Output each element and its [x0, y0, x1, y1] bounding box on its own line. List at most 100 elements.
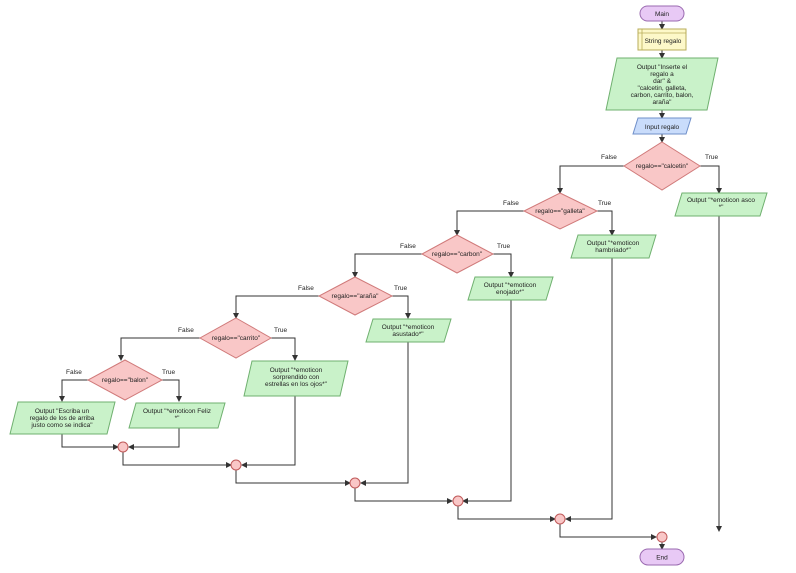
- decision-galleta-label: regalo=="galleta": [535, 208, 585, 215]
- output-escriba-shape: [9, 401, 116, 435]
- start-terminal-shape: [639, 5, 685, 22]
- prompt-output-shape: [605, 57, 719, 111]
- label-d4-false: False: [298, 285, 314, 292]
- output-asustado-shape: [365, 318, 452, 343]
- decision-carbon-label: regalo=="carbon": [432, 251, 483, 258]
- decision-calcetin[interactable]: regalo=="calcetin": [623, 141, 701, 191]
- edge-d2-false: [454, 210, 524, 236]
- label-d1-false: False: [601, 154, 617, 161]
- edge-d2-true: [597, 210, 615, 236]
- connectors: [117, 441, 668, 543]
- prompt-line-1: Output "Inserte el: [637, 64, 688, 71]
- output-sorprendido-line-2: sorprendido con: [273, 374, 320, 381]
- declare-label: String regalo: [645, 38, 682, 45]
- edge-d4-true: [392, 295, 411, 319]
- end-terminal-shape: [639, 548, 685, 566]
- decision-carrito[interactable]: regalo=="carrito": [198, 317, 273, 359]
- output-asco[interactable]: Output "*emoticon asco *": [674, 192, 768, 217]
- output-feliz-line-2: *": [175, 415, 181, 422]
- output-sorprendido[interactable]: Output "*emoticon sorprendido con estrel…: [243, 360, 349, 397]
- decision-galleta[interactable]: regalo=="galleta": [522, 192, 599, 230]
- label-d5-false: False: [178, 327, 194, 334]
- decision-galleta-shape: [522, 192, 599, 230]
- edge-o7-c1: [61, 434, 119, 450]
- prompt-line-3: dar" &: [653, 78, 672, 85]
- decision-calcetin-label: regalo=="calcetin": [636, 163, 689, 170]
- prompt-line-4: "calcetin, galleta,: [638, 85, 687, 92]
- edge-o5-c2: [241, 396, 296, 468]
- decision-carrito-label: regalo=="carrito": [212, 335, 261, 342]
- decision-arana[interactable]: regalo=="araña": [317, 276, 394, 316]
- output-asco-shape: [674, 192, 768, 217]
- label-d4-true: True: [394, 285, 408, 292]
- output-asco-line-1: Output "*emoticon asco: [687, 197, 755, 204]
- prompt-line-5: carbon, carrito, balon,: [631, 92, 694, 99]
- declare-shape: [637, 28, 687, 51]
- output-sorprendido-shape: [243, 360, 349, 397]
- start-label: Main: [655, 11, 669, 18]
- input-label: Input regalo: [645, 124, 680, 131]
- output-enojado[interactable]: Output "*emoticon enojado*": [467, 276, 554, 301]
- edge-c2-c3: [235, 470, 351, 486]
- edge-o3-c4: [462, 300, 512, 504]
- edges: [59, 21, 722, 550]
- edge-d5-false: [118, 337, 200, 361]
- input-shape: [632, 117, 692, 135]
- output-escriba-line-3: justo como se indica": [30, 422, 93, 429]
- prompt-line-6: araña": [653, 99, 673, 106]
- decision-calcetin-shape: [623, 141, 701, 191]
- output-enojado-line-2: enojado*": [496, 289, 525, 296]
- output-feliz[interactable]: Output "*emoticon Feliz *": [128, 402, 226, 429]
- merge-connector-6: [656, 531, 668, 543]
- start-terminal[interactable]: Main: [639, 5, 685, 22]
- label-d5-true: True: [274, 327, 288, 334]
- declare-node[interactable]: String regalo: [637, 28, 687, 51]
- decision-carbon[interactable]: regalo=="carbon": [420, 234, 495, 274]
- edge-o6-c1: [128, 428, 180, 450]
- decision-arana-shape: [317, 276, 394, 316]
- end-label: End: [656, 555, 668, 562]
- edge-c5-c6: [559, 524, 657, 540]
- output-asustado[interactable]: Output "*emoticon asustado*": [365, 318, 452, 343]
- decision-arana-label: regalo=="araña": [332, 293, 380, 300]
- label-d6-false: False: [66, 369, 82, 376]
- merge-connector-2: [230, 459, 242, 471]
- edge-c3-c4: [354, 488, 453, 504]
- edge-d3-true: [493, 253, 514, 278]
- edge-d4-false: [233, 295, 319, 319]
- output-hambriado-line-1: Output "*emoticon: [587, 240, 640, 247]
- edge-o2-c5: [565, 258, 613, 522]
- label-d3-true: True: [497, 243, 511, 250]
- edge-d6-true: [162, 379, 182, 402]
- decision-balon[interactable]: regalo=="balon": [86, 359, 164, 401]
- prompt-output-node[interactable]: Output "Inserte el regalo a dar" & "calc…: [605, 57, 719, 111]
- output-sorprendido-line-1: Output "*emoticon: [270, 367, 323, 374]
- end-terminal[interactable]: End: [639, 548, 685, 566]
- output-escriba[interactable]: Output "Escriba un regalo de los de arri…: [9, 401, 116, 435]
- output-feliz-line-1: Output "*emoticon Feliz: [143, 408, 211, 415]
- output-asco-line-2: *": [719, 204, 725, 211]
- label-d1-true: True: [705, 154, 719, 161]
- edge-d3-false: [352, 253, 422, 278]
- output-enojado-line-1: Output "*emoticon: [484, 282, 537, 289]
- label-d2-true: True: [598, 200, 612, 207]
- prompt-line-2: regalo a: [650, 71, 674, 78]
- output-feliz-shape: [128, 402, 226, 429]
- merge-connector-3: [349, 477, 361, 489]
- output-escriba-line-1: Output "Escriba un: [35, 408, 90, 415]
- label-d2-false: False: [503, 200, 519, 207]
- output-escriba-line-2: regalo de los de arriba: [30, 415, 95, 422]
- edge-d5-true: [271, 337, 298, 361]
- edge-c4-c5: [457, 506, 556, 522]
- output-asustado-line-2: asustado*": [392, 331, 424, 338]
- input-node[interactable]: Input regalo: [632, 117, 692, 135]
- merge-connector-5: [554, 513, 566, 525]
- output-hambriado[interactable]: Output "*emoticon hambriado*": [570, 234, 657, 259]
- edge-o4-c3: [360, 342, 409, 486]
- edge-c1-c2: [122, 452, 232, 468]
- edge-d1-true: [700, 165, 722, 194]
- output-enojado-shape: [467, 276, 554, 301]
- edge-d6-false: [59, 379, 88, 402]
